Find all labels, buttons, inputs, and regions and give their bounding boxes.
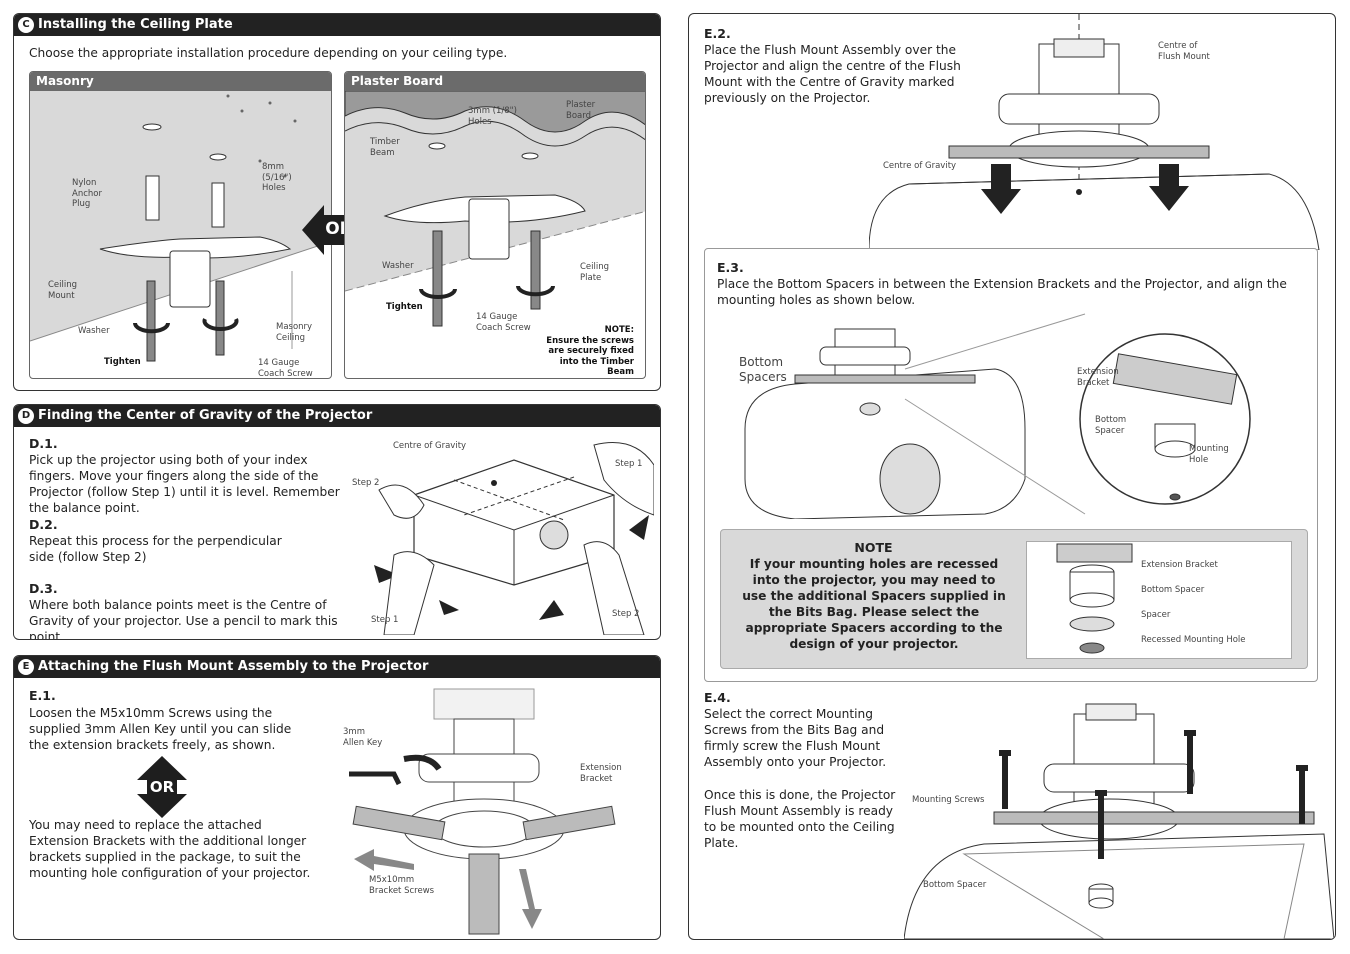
e3-spacer-illustration — [744, 313, 1251, 519]
note-label-recessed: Recessed Mounting Hole — [1141, 635, 1246, 645]
e4-label-mounting-screws: Mounting Screws — [912, 795, 985, 805]
label-masonry-ceiling: Masonry Ceiling — [276, 322, 313, 343]
note-box: NOTE If your mounting holes are recessed… — [720, 529, 1308, 669]
d-label-step2-bottom: Step 2 — [612, 609, 640, 619]
d3-text: Where both balance points meet is the Ce… — [29, 598, 338, 640]
e2-label-cog: Centre of Gravity — [883, 161, 957, 171]
or-diamond-arrow-icon — [137, 756, 187, 818]
e3-label-ext: Extension Bracket — [1077, 367, 1119, 388]
plaster-title: Plaster Board — [345, 72, 645, 91]
plaster-subpanel: Plaster Board 3mm (1/8") Holes Plaster B… — [344, 71, 646, 379]
label-plaster-board: Plaster Board — [566, 100, 596, 121]
d2-heading: D.2. — [29, 517, 58, 532]
e4-heading: E.4. — [704, 690, 731, 705]
label-masonry-washer: Washer — [78, 326, 110, 336]
label-plaster-washer: Washer — [382, 261, 414, 271]
e4-text: Select the correct Mounting Screws from … — [704, 707, 887, 769]
label-masonry-holes: 8mm (5/16") Holes — [262, 162, 292, 193]
d-label-step1-bottom: Step 1 — [371, 615, 399, 625]
d3-heading: D.3. — [29, 581, 58, 596]
note-label-bottom: Bottom Spacer — [1141, 585, 1205, 595]
label-masonry-coach: 14 Gauge Coach Screw — [258, 358, 313, 379]
label-plaster-note: NOTE: Ensure the screws are securely fix… — [546, 325, 634, 377]
e1-text2: You may need to replace the attached Ext… — [29, 818, 311, 880]
d-label-step1-top: Step 1 — [615, 459, 643, 469]
e2-text: Place the Flush Mount Assembly over the … — [704, 43, 961, 105]
e1-text: Loosen the M5x10mm Screws using the supp… — [29, 706, 292, 752]
e3-box: E.3. Place the Bottom Spacers in between… — [704, 248, 1318, 682]
section-c-panel: C Installing the Ceiling Plate Choose the… — [13, 13, 661, 391]
section-c-header: C Installing the Ceiling Plate — [14, 14, 660, 36]
e4-text2: Once this is done, the Projector Flush M… — [704, 788, 896, 850]
label-masonry-tighten: Tighten — [104, 357, 141, 367]
section-d-title: Finding the Center of Gravity of the Pro… — [38, 408, 373, 423]
section-d-header: D Finding the Center of Gravity of the Pr… — [14, 405, 660, 427]
label-nylon-plug: Nylon Anchor Plug — [72, 178, 102, 209]
e1-label-allen: 3mm Allen Key — [343, 727, 383, 748]
e3-heading: E.3. — [717, 260, 744, 275]
label-ceiling-mount: Ceiling Mount — [48, 280, 78, 301]
note-label-ext: Extension Bracket — [1141, 560, 1218, 570]
d-label-cog: Centre of Gravity — [393, 441, 467, 451]
label-plaster-holes: 3mm (1/8") Holes — [468, 106, 517, 127]
section-e-badge: E — [18, 659, 34, 675]
section-e-panel: E Attaching the Flush Mount Assembly to t… — [13, 655, 661, 940]
label-timber-beam: Timber Beam — [370, 137, 400, 158]
note-title: NOTE — [854, 540, 893, 555]
masonry-title: Masonry — [30, 72, 331, 91]
section-c-badge: C — [18, 17, 34, 33]
e4-mounting-illustration — [904, 703, 1334, 939]
d2-text: Repeat this process for the perpendicula… — [29, 534, 282, 564]
d1-text: Pick up the projector using both of your… — [29, 453, 340, 515]
e3-label-mounting-hole: Mounting Hole — [1189, 444, 1229, 465]
or-label-e: OR — [149, 778, 175, 796]
section-c-intro: Choose the appropriate installation proc… — [29, 46, 508, 60]
masonry-subpanel: Masonry Nylon Anchor Plug 8mm (5/16") Ho… — [29, 71, 332, 379]
note-text: If your mounting holes are recessed into… — [742, 557, 1006, 651]
e2-label-centre-fm: Centre of Flush Mount — [1158, 41, 1210, 62]
right-panel: E.2. Place the Flush Mount Assembly over… — [688, 13, 1336, 940]
section-c-title: Installing the Ceiling Plate — [38, 17, 233, 32]
e1-label-ext: Extension Bracket — [580, 763, 622, 784]
e2-projector-illustration — [869, 14, 1320, 250]
e3-label-bottom-spacers: Bottom Spacers — [739, 355, 787, 384]
e3-text: Place the Bottom Spacers in between the … — [717, 277, 1287, 307]
section-e-title: Attaching the Flush Mount Assembly to th… — [38, 659, 429, 674]
label-plaster-coach: 14 Gauge Coach Screw — [476, 312, 531, 333]
masonry-illustration — [30, 91, 331, 362]
e1-heading: E.1. — [29, 688, 56, 703]
label-ceiling-plate: Ceiling Plate — [580, 262, 610, 283]
section-e-header: E Attaching the Flush Mount Assembly to t… — [14, 656, 660, 678]
flush-mount-bracket-illustration — [349, 688, 616, 935]
e2-heading: E.2. — [704, 26, 731, 41]
e3-label-bottom-spacer: Bottom Spacer — [1095, 415, 1127, 436]
label-plaster-tighten: Tighten — [386, 302, 423, 312]
note-diagram-box: Extension Bracket Bottom Spacer Spacer R… — [1026, 541, 1292, 659]
note-spacer-stack-illustration — [1056, 543, 1133, 654]
e4-label-bottom-spacer: Bottom Spacer — [923, 880, 987, 890]
section-d-badge: D — [18, 408, 34, 424]
cog-projector-illustration — [374, 442, 654, 635]
e1-label-screws: M5x10mm Bracket Screws — [369, 875, 435, 896]
section-d-panel: D Finding the Center of Gravity of the Pr… — [13, 404, 661, 640]
d1-heading: D.1. — [29, 436, 58, 451]
plaster-illustration — [345, 91, 645, 327]
d-label-step2-left: Step 2 — [352, 478, 380, 488]
note-label-spacer: Spacer — [1141, 610, 1171, 620]
